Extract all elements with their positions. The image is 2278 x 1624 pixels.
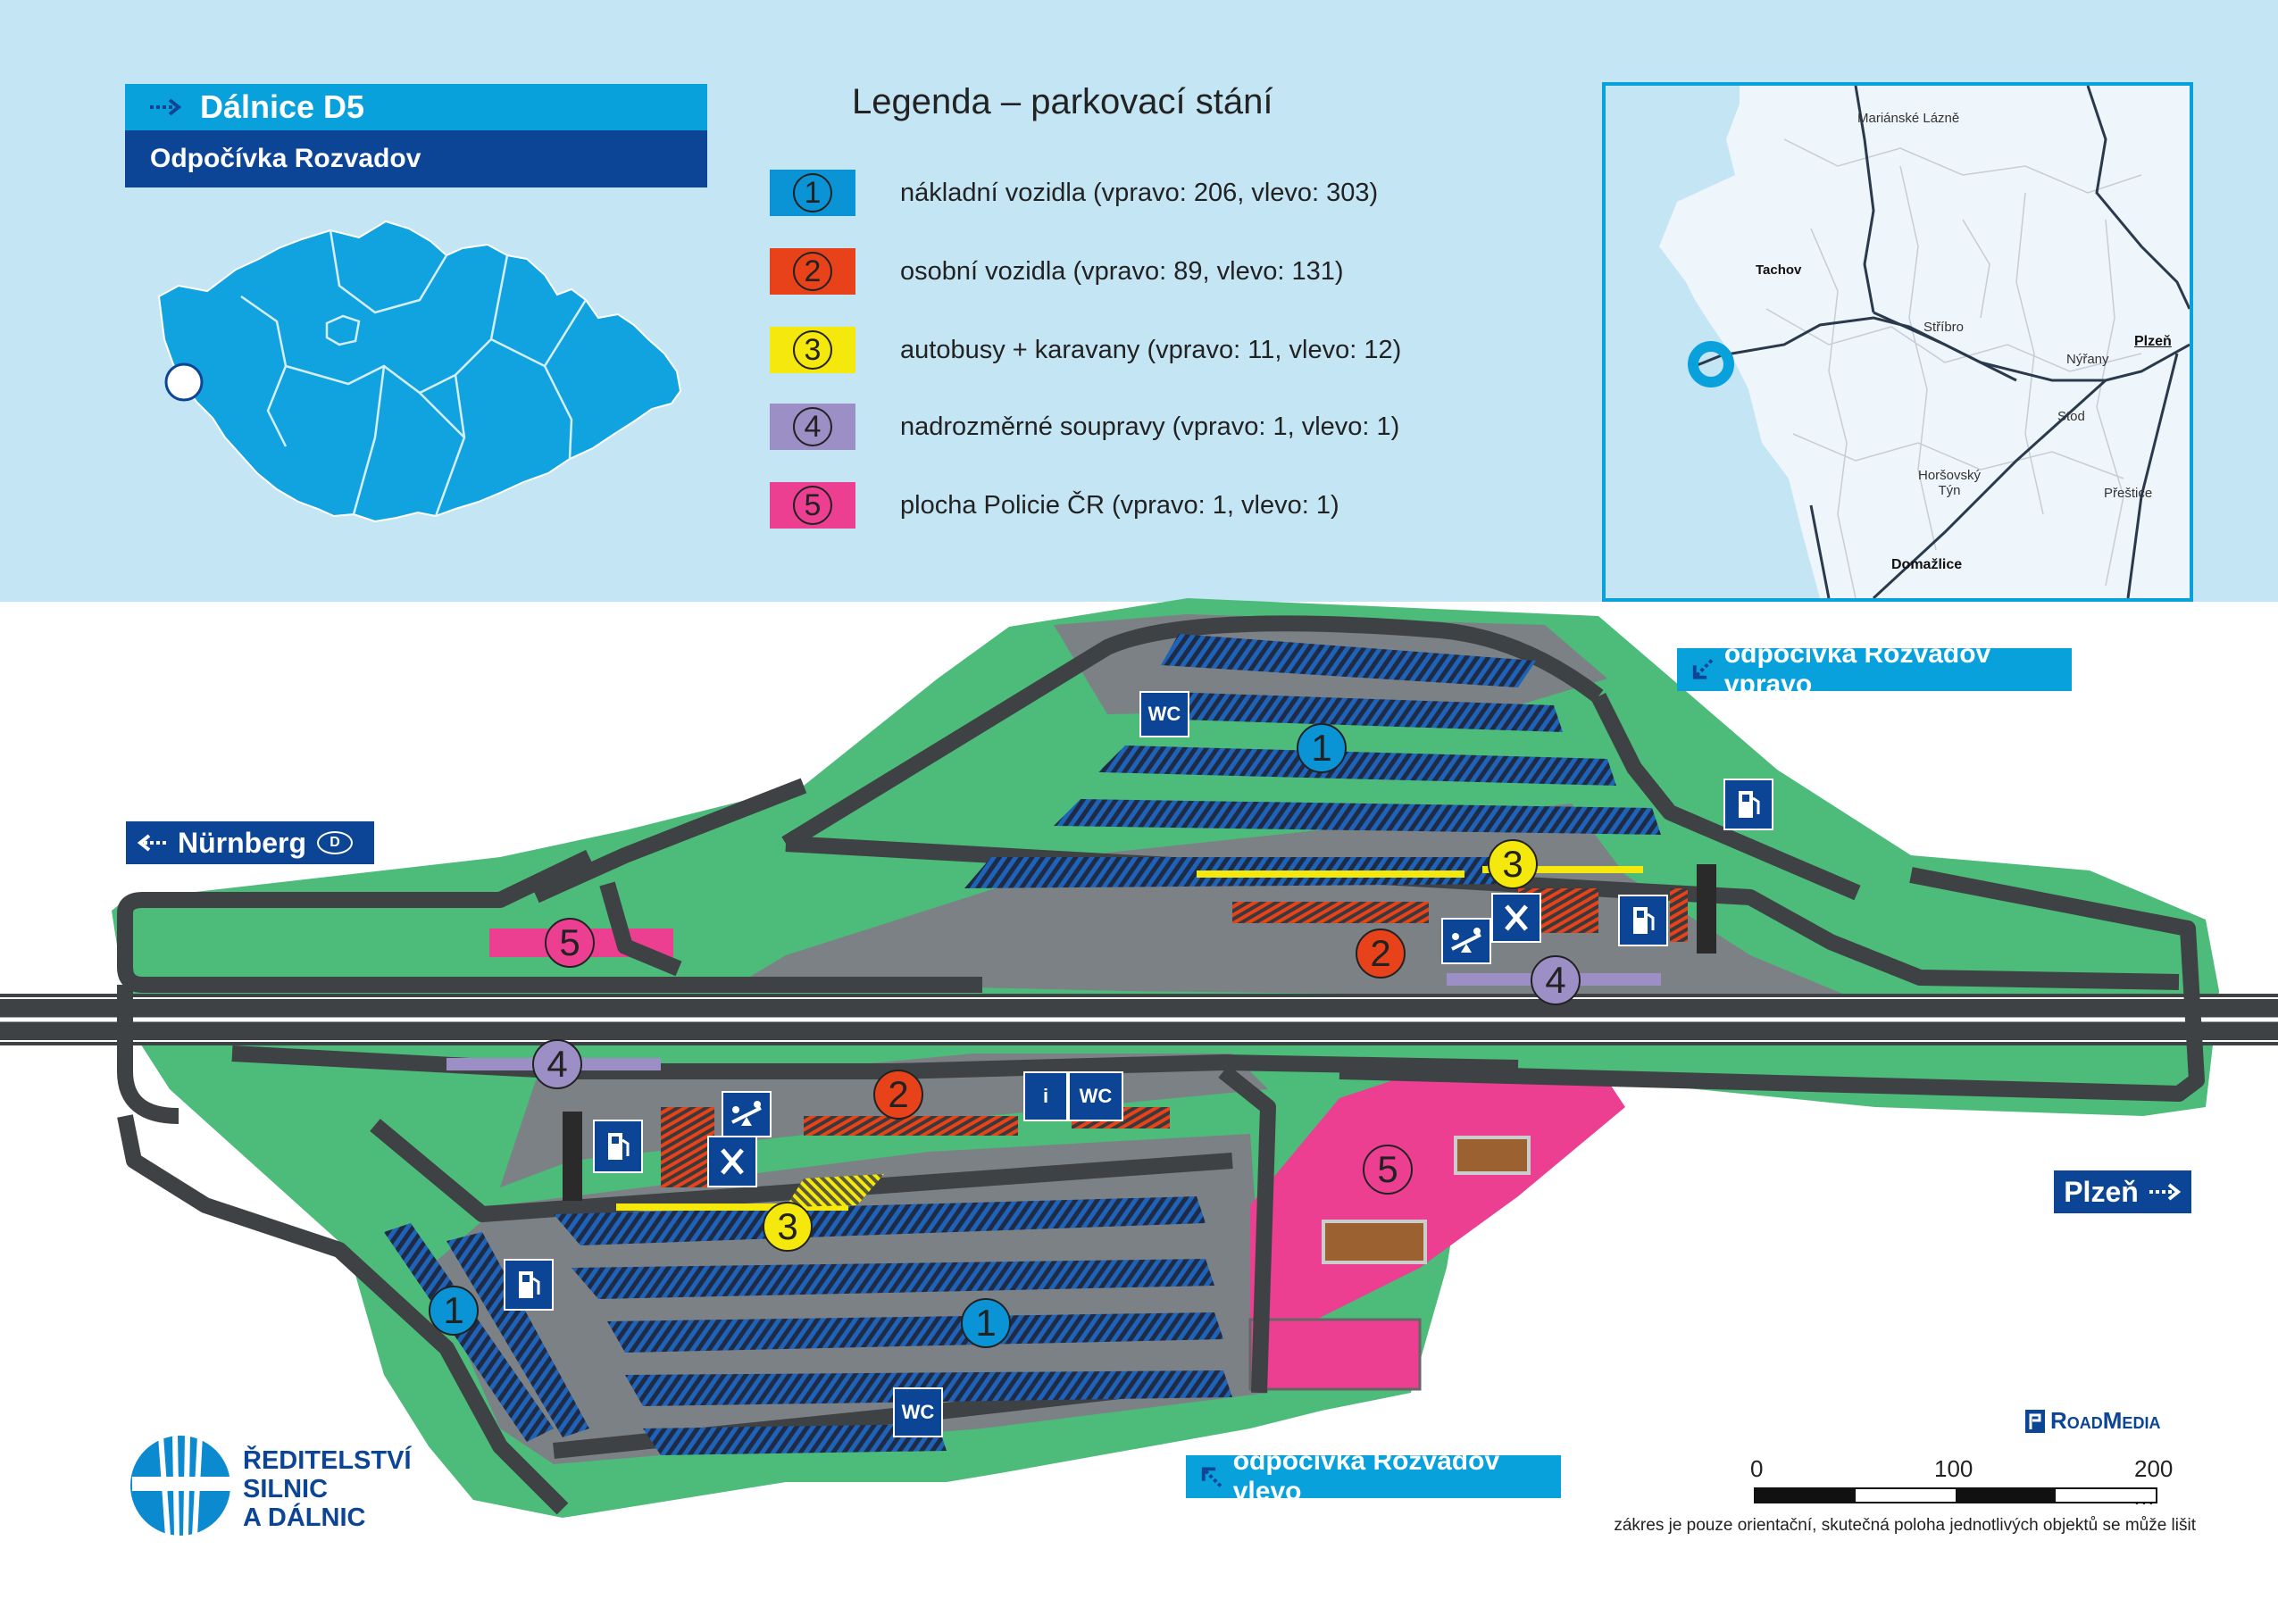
- truck-parking-left: [384, 1196, 1232, 1455]
- legend-swatch: 2: [770, 248, 855, 295]
- police-area: [1250, 1080, 1625, 1330]
- playground-icon: [1441, 918, 1491, 964]
- rest-area-right-label: odpočívka Rozvadov vpravo: [1723, 639, 1991, 699]
- parking-category-marker: 1: [429, 1286, 479, 1336]
- legend-swatch: 1: [770, 170, 855, 216]
- direction-sign-plzen: Plzeň: [2054, 1170, 2191, 1213]
- town-label: Stříbro: [1923, 320, 1965, 335]
- legend-label: autobusy + karavany (vpravo: 11, vlevo: …: [900, 335, 1402, 364]
- locator-map: Mariánské Lázně Tachov Stříbro Nýřany Pl…: [1602, 82, 2193, 602]
- destination-label: Nürnberg: [178, 826, 306, 859]
- parking-category-marker: 2: [873, 1070, 923, 1120]
- scale-bar-graphic: [1754, 1487, 2157, 1503]
- town-label: Plzeň: [2134, 334, 2172, 349]
- scale-tick-label: 100: [1934, 1455, 1973, 1482]
- parking-category-marker: 3: [1488, 839, 1538, 889]
- canopy: [563, 1112, 582, 1201]
- legend-item: 1 nákladní vozidla (vpravo: 206, vlevo: 3…: [770, 170, 1378, 216]
- wc-icon: WC: [1139, 691, 1189, 737]
- legend-title: Legenda – parkovací stání: [852, 82, 1273, 121]
- legend-number: 5: [793, 486, 832, 525]
- town-label: Mariánské Lázně: [1857, 111, 1960, 126]
- info-icon: i: [1023, 1071, 1068, 1121]
- restaurant-icon: [1491, 893, 1541, 943]
- building: [1322, 1220, 1427, 1264]
- rsd-line: A DÁLNIC: [243, 1503, 366, 1532]
- parking-category-marker: 4: [532, 1039, 582, 1089]
- legend-label: nadrozměrné soupravy (vpravo: 1, vlevo: …: [900, 412, 1400, 441]
- rsd-logo-icon: [130, 1435, 232, 1537]
- legend-item: 5 plocha Policie ČR (vpravo: 1, vlevo: 1): [770, 482, 1339, 529]
- town-label: Stod: [2057, 409, 2085, 424]
- truck-parking-right: [964, 634, 1661, 888]
- rsd-line: SILNIC: [243, 1475, 329, 1503]
- parking-category-marker: 1: [961, 1298, 1011, 1348]
- legend-swatch: 5: [770, 482, 855, 529]
- wc-icon: WC: [893, 1387, 943, 1437]
- country-badge: D: [317, 831, 353, 854]
- location-marker: [164, 362, 204, 402]
- restaurant-icon: [707, 1136, 757, 1187]
- highway-title-bar: Dálnice D5: [125, 84, 707, 130]
- czech-republic-map: [157, 220, 682, 523]
- rest-area-left-label: odpočívka Rozvadov vlevo: [1232, 1446, 1500, 1506]
- fuel-station-icon: [504, 1259, 554, 1311]
- parking-category-marker: 1: [1297, 723, 1347, 773]
- bus-parking: [616, 866, 1643, 1211]
- rest-area-marker: [1688, 341, 1734, 387]
- town-label: Přeštice: [2104, 486, 2153, 501]
- building: [1454, 1136, 1531, 1175]
- legend-number: 4: [793, 407, 832, 446]
- town-label: Domažlice: [1891, 557, 1963, 572]
- roadmedia-text: RoadMedia: [2050, 1407, 2161, 1434]
- town-label: Tachov: [1756, 262, 1802, 278]
- legend-swatch: 4: [770, 404, 855, 450]
- fuel-station-icon: [1723, 779, 1773, 830]
- fuel-station-icon: [593, 1120, 643, 1173]
- roadmedia-logo: RoadMedia: [2023, 1407, 2160, 1435]
- parking-category-marker: 2: [1356, 929, 1406, 979]
- roadmedia-icon: [2025, 1409, 2045, 1433]
- rest-area-name: Odpočívka Rozvadov: [150, 144, 421, 173]
- legend-number: 2: [793, 252, 832, 291]
- town-label: Nýřany: [2066, 352, 2109, 367]
- arrow-right-icon: [2149, 1183, 2181, 1201]
- fuel-station-icon: [1618, 895, 1668, 946]
- highway: [0, 994, 2278, 1045]
- town-label: Horšovský Týn: [1918, 468, 1982, 498]
- label-rest-area-right: odpočívka Rozvadov vpravo: [1677, 639, 2072, 699]
- rsd-logo-text: ŘEDITELSTVÍ SILNIC A DÁLNIC: [243, 1446, 412, 1532]
- wc-icon: WC: [1068, 1071, 1123, 1121]
- playground-icon: [722, 1091, 772, 1137]
- label-rest-area-left: odpočívka Rozvadov vlevo: [1186, 1446, 1561, 1506]
- legend-number: 1: [793, 173, 832, 212]
- arrow-up-left-icon: [1201, 1467, 1222, 1487]
- legend-label: nákladní vozidla (vpravo: 206, vlevo: 30…: [900, 178, 1379, 207]
- disclaimer: zákres je pouze orientační, skutečná pol…: [1614, 1516, 2196, 1535]
- legend-number: 3: [793, 330, 832, 370]
- police-area: [1248, 1318, 1422, 1391]
- parking-category-marker: 3: [763, 1202, 813, 1252]
- legend-label: osobní vozidla (vpravo: 89, vlevo: 131): [900, 256, 1344, 286]
- highway-name: Dálnice D5: [200, 88, 365, 125]
- destination-label: Plzeň: [2064, 1175, 2139, 1208]
- arrow-left-icon: [137, 834, 169, 852]
- canopy: [1697, 864, 1716, 954]
- parking-category-marker: 4: [1531, 955, 1581, 1005]
- scale-tick-label: 0: [1750, 1455, 1764, 1482]
- legend-item: 2 osobní vozidla (vpravo: 89, vlevo: 131): [770, 248, 1344, 295]
- parking-category-marker: 5: [545, 918, 595, 968]
- rsd-line: ŘEDITELSTVÍ: [243, 1446, 412, 1475]
- arrow-down-left-icon: [1692, 659, 1714, 679]
- legend-swatch: 3: [770, 327, 855, 373]
- legend-item: 3 autobusy + karavany (vpravo: 11, vlevo:…: [770, 327, 1401, 373]
- legend-item: 4 nadrozměrné soupravy (vpravo: 1, vlevo:…: [770, 404, 1399, 450]
- rest-area-title-bar: Odpočívka Rozvadov: [125, 130, 707, 187]
- legend-label: plocha Policie ČR (vpravo: 1, vlevo: 1): [900, 490, 1339, 520]
- direction-sign-nurnberg: Nürnberg D: [126, 821, 374, 864]
- arrow-right-icon: [150, 98, 182, 116]
- parking-category-marker: 5: [1363, 1145, 1413, 1195]
